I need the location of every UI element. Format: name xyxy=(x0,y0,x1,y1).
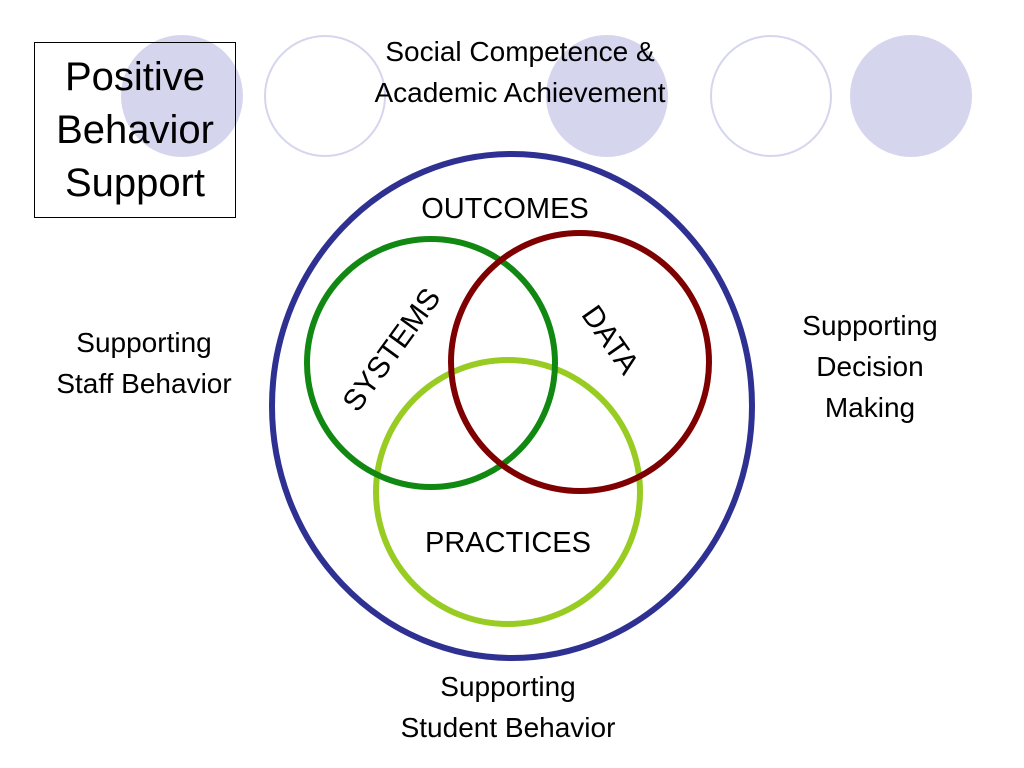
bottom-label-line: Student Behavior xyxy=(400,712,616,743)
title-box: Positive Behavior Support xyxy=(34,42,236,218)
decorative-circle-outline xyxy=(710,35,832,157)
right-label-line: Decision xyxy=(816,351,924,382)
decorative-circle-filled xyxy=(850,35,972,157)
right-label: Supporting Decision Making xyxy=(770,305,970,428)
systems-label: SYSTEMS xyxy=(337,282,448,417)
top-label-line: Social Competence & xyxy=(385,36,655,67)
practices-circle xyxy=(373,357,643,627)
right-label-line: Making xyxy=(824,392,916,423)
title-line: Positive xyxy=(64,54,206,99)
title-line: Behavior xyxy=(56,107,214,152)
title-line: Support xyxy=(64,160,206,205)
decorative-circle-outline xyxy=(264,35,386,157)
practices-label: PRACTICES xyxy=(425,527,591,559)
right-label-line: Supporting xyxy=(802,310,938,341)
decorative-circle-filled xyxy=(546,35,668,157)
left-label: Supporting Staff Behavior xyxy=(24,322,264,404)
data-label: DATA xyxy=(575,300,645,381)
systems-circle xyxy=(304,236,558,490)
top-label: Social Competence & Academic Achievement xyxy=(330,31,710,113)
left-label-line: Staff Behavior xyxy=(56,368,232,399)
outcomes-label: OUTCOMES xyxy=(421,193,589,225)
top-label-line: Academic Achievement xyxy=(374,77,666,108)
outcomes-circle xyxy=(269,151,755,661)
bottom-label: Supporting Student Behavior xyxy=(358,666,658,748)
bottom-label-line: Supporting xyxy=(440,671,576,702)
decorative-circle-filled xyxy=(121,35,243,157)
left-label-line: Supporting xyxy=(76,327,212,358)
data-circle xyxy=(448,230,712,494)
